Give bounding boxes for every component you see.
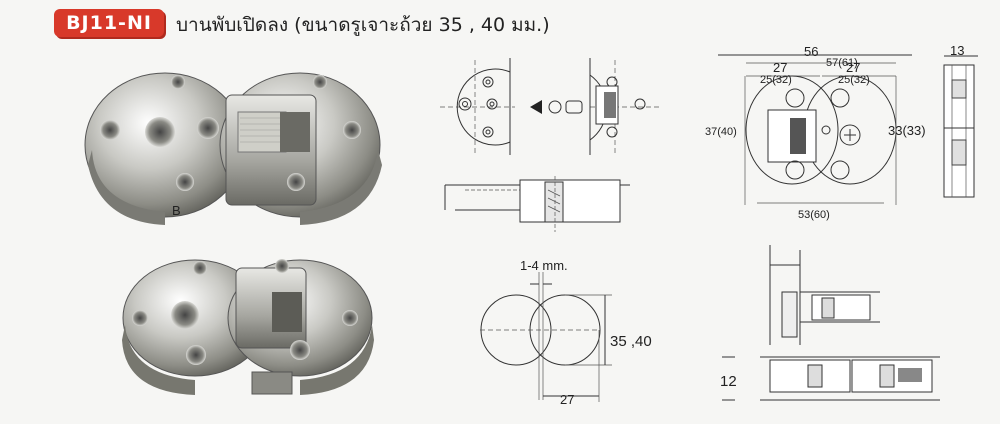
half-left: 27 [773,60,787,75]
svg-text:B: B [172,203,181,218]
hinge-photo-bottom [122,259,374,395]
offset-label: 27 [560,392,574,407]
half-right: 27 [846,60,860,75]
depth-label: 13 [950,43,964,58]
model-badge: BJ11-NI [54,9,164,37]
total-width: 56 [804,44,818,59]
hinge-photo-top: B [84,72,382,225]
hole-right: 25(32) [838,74,870,86]
side-view-drawing: 13 [943,43,978,198]
thickness-label: 12 [720,373,737,390]
inner-width: 57(61) [826,57,858,69]
height-right: 33(33) [888,123,926,138]
cup-hole-diagram: 1-4 mm. 35 ,40 27 [480,258,652,407]
bottom-width: 53(60) [798,209,830,221]
gap-label: 1-4 mm. [520,258,568,273]
installation-diagram: 12 [720,245,940,401]
diameter-label: 35 ,40 [610,333,652,350]
product-description: บานพับเปิดลง (ขนาดรูเจาะถ้วย 35 , 40 มม.… [176,14,550,36]
plate-assembly-diagram [440,58,660,155]
front-view-drawing: 56 57(61) 27 27 25(32) 25(32) 37(40) 33(… [705,44,926,221]
height-left: 37(40) [705,126,737,138]
side-section-diagram [444,176,630,232]
